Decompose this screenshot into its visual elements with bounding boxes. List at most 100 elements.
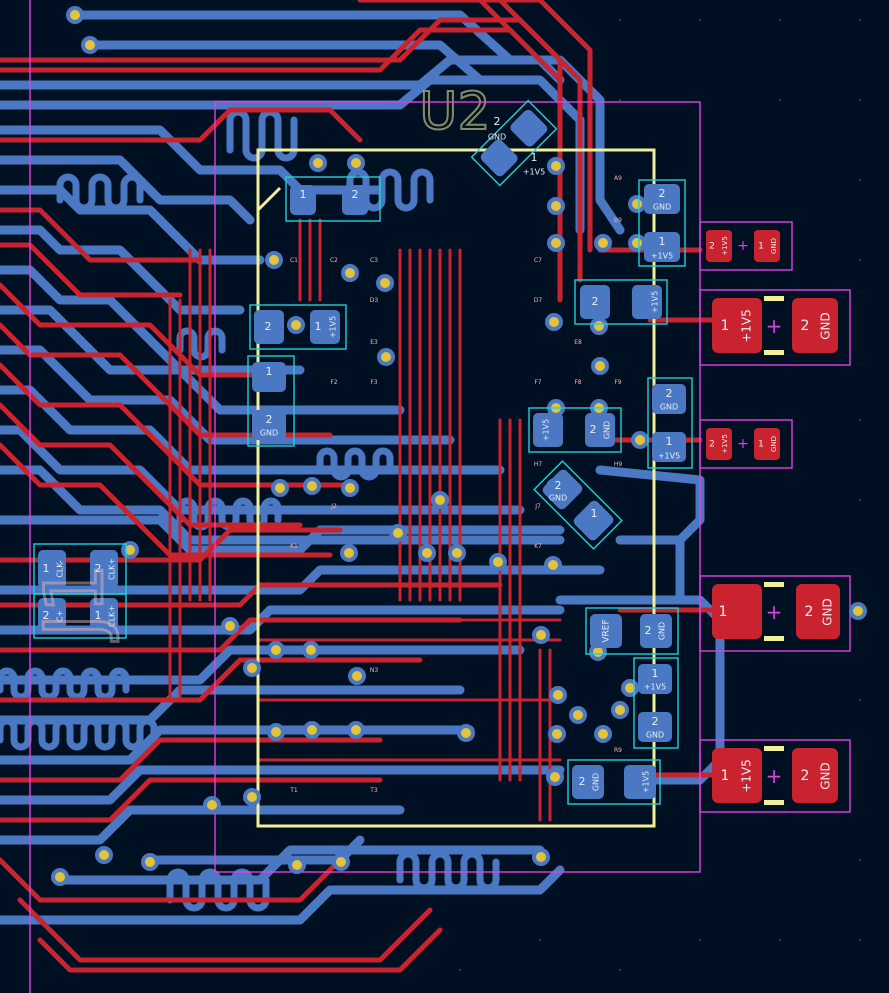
svg-text:+: +	[737, 238, 749, 254]
svg-text:GND: GND	[658, 622, 667, 640]
bga-designator: U2	[419, 82, 490, 142]
svg-text:1: 1	[758, 440, 764, 450]
svg-text:2: 2	[590, 423, 597, 436]
svg-text:2: 2	[805, 604, 814, 620]
svg-text:+: +	[766, 314, 783, 338]
svg-text:R9: R9	[614, 747, 622, 754]
bulk-cap-large-3[interactable]: 1 +1V5 2 GND +	[712, 746, 838, 805]
svg-text:J2: J2	[330, 503, 337, 510]
svg-text:B9: B9	[614, 217, 622, 224]
cap-rot-pin1: 1	[531, 151, 538, 164]
svg-text:1: 1	[652, 667, 659, 680]
svg-text:J7: J7	[534, 503, 541, 510]
svg-text:CLK+: CLK+	[108, 558, 117, 580]
svg-text:C1: C1	[290, 257, 298, 264]
svg-text:C+: C+	[56, 610, 65, 622]
svg-text:2: 2	[265, 320, 272, 333]
svg-text:C7: C7	[534, 257, 542, 264]
decoupling-cap-diagonal[interactable]	[533, 460, 623, 550]
bga-pin1-chamfer	[256, 186, 282, 212]
decoupling-cap-right-3[interactable]: 1 +1V5 2 GND	[633, 657, 679, 749]
decoupling-cap-right-1[interactable]: 2 GND 1 +1V5	[638, 179, 686, 267]
svg-text:E8: E8	[574, 339, 582, 346]
svg-text:1: 1	[43, 562, 50, 575]
vias[interactable]	[51, 6, 867, 886]
decoupling-cap-row-3[interactable]: 2 +1V5	[574, 279, 668, 325]
svg-text:+1V5: +1V5	[740, 759, 754, 793]
svg-text:F3: F3	[370, 379, 377, 386]
decoupling-cap-vref[interactable]: VREF 2 GND	[585, 607, 679, 655]
grid-dots	[459, 19, 861, 971]
bulk-cap-large-1[interactable]: 1 +1V5 2 GND +	[712, 296, 838, 355]
svg-text:C3: C3	[370, 257, 378, 264]
decoupling-cap-left-2[interactable]: 1 2 GND	[247, 355, 295, 447]
svg-text:1: 1	[315, 320, 322, 333]
decoupling-cap-bottom[interactable]: 2 GND +1V5	[567, 759, 661, 805]
svg-text:+1V5: +1V5	[721, 236, 729, 256]
svg-text:N3: N3	[370, 667, 378, 674]
svg-text:1: 1	[666, 435, 673, 448]
svg-text:+: +	[766, 764, 783, 788]
decoupling-cap-mid[interactable]: +1V5 2 GND	[528, 407, 622, 453]
bulk-cap-large-2[interactable]: 1 2 GND +	[712, 582, 840, 641]
clock-termination-caps[interactable]: 1 CLK- 2 CLK+ 2 C+ 1 CLK+	[33, 543, 127, 639]
svg-text:2: 2	[645, 624, 652, 637]
svg-text:CLK-: CLK-	[56, 560, 65, 577]
svg-text:1: 1	[721, 768, 730, 784]
svg-text:GND: GND	[260, 429, 278, 438]
svg-text:1: 1	[721, 318, 730, 334]
svg-text:1: 1	[95, 609, 102, 622]
svg-text:+: +	[737, 436, 749, 452]
svg-text:+1V5: +1V5	[651, 291, 660, 313]
svg-text:2: 2	[43, 609, 50, 622]
svg-text:F9: F9	[614, 379, 621, 386]
bga-ball-labels: A9 B9 C7 D7 E8 F7 F8 F9 H7 H9 J7 K7 R9 T…	[289, 175, 622, 794]
svg-text:GND: GND	[660, 403, 678, 412]
svg-text:GND: GND	[603, 421, 612, 439]
front-copper-traces	[0, 0, 723, 973]
bulk-cap-small-1[interactable]: 2 +1V5 1 GND +	[706, 230, 780, 262]
svg-text:H9: H9	[614, 461, 623, 468]
svg-text:+1V5: +1V5	[642, 771, 651, 793]
svg-text:+1V5: +1V5	[651, 252, 673, 261]
svg-text:2: 2	[801, 768, 810, 784]
svg-text:A9: A9	[614, 175, 622, 182]
svg-text:C2: C2	[330, 257, 338, 264]
svg-text:GND: GND	[646, 731, 664, 740]
svg-text:D3: D3	[370, 297, 379, 304]
bulk-cap-small-2[interactable]: 2 +1V5 1 GND +	[706, 428, 780, 460]
svg-text:GND: GND	[770, 436, 778, 452]
svg-text:GND: GND	[653, 203, 671, 212]
svg-text:2: 2	[579, 775, 586, 788]
svg-text:+1V5: +1V5	[721, 434, 729, 454]
svg-text:1: 1	[758, 242, 764, 252]
svg-text:+1V5: +1V5	[658, 452, 680, 461]
svg-text:GND: GND	[770, 238, 778, 254]
svg-text:T1: T1	[289, 787, 298, 794]
cap-diag-pin2: 2	[555, 479, 562, 492]
decoupling-cap-right-2[interactable]: 2 GND 1 +1V5	[647, 377, 693, 469]
svg-text:1: 1	[266, 365, 273, 378]
svg-text:K7: K7	[534, 543, 542, 550]
svg-text:2: 2	[652, 715, 659, 728]
svg-text:+: +	[766, 600, 783, 624]
svg-text:GND: GND	[821, 598, 835, 626]
svg-text:2: 2	[666, 387, 673, 400]
svg-text:F7: F7	[534, 379, 541, 386]
svg-text:K1: K1	[290, 543, 298, 550]
svg-text:2: 2	[266, 413, 273, 426]
svg-text:+1V5: +1V5	[740, 309, 754, 343]
svg-text:VREF: VREF	[602, 619, 612, 642]
svg-text:T3: T3	[369, 787, 378, 794]
svg-text:1: 1	[719, 604, 728, 620]
decoupling-cap-left-1[interactable]: 2 1 +1V5	[249, 304, 347, 350]
svg-text:2: 2	[659, 187, 666, 200]
svg-text:2: 2	[709, 440, 715, 450]
decoupling-cap-top[interactable]: 1 2	[285, 176, 381, 222]
cap-rot-net-gnd: GND	[488, 133, 506, 142]
cap-rot-net-pwr: +1V5	[523, 168, 545, 177]
decoupling-cap-rotated[interactable]	[470, 99, 558, 187]
svg-text:GND: GND	[819, 762, 833, 790]
svg-text:2: 2	[709, 242, 715, 252]
